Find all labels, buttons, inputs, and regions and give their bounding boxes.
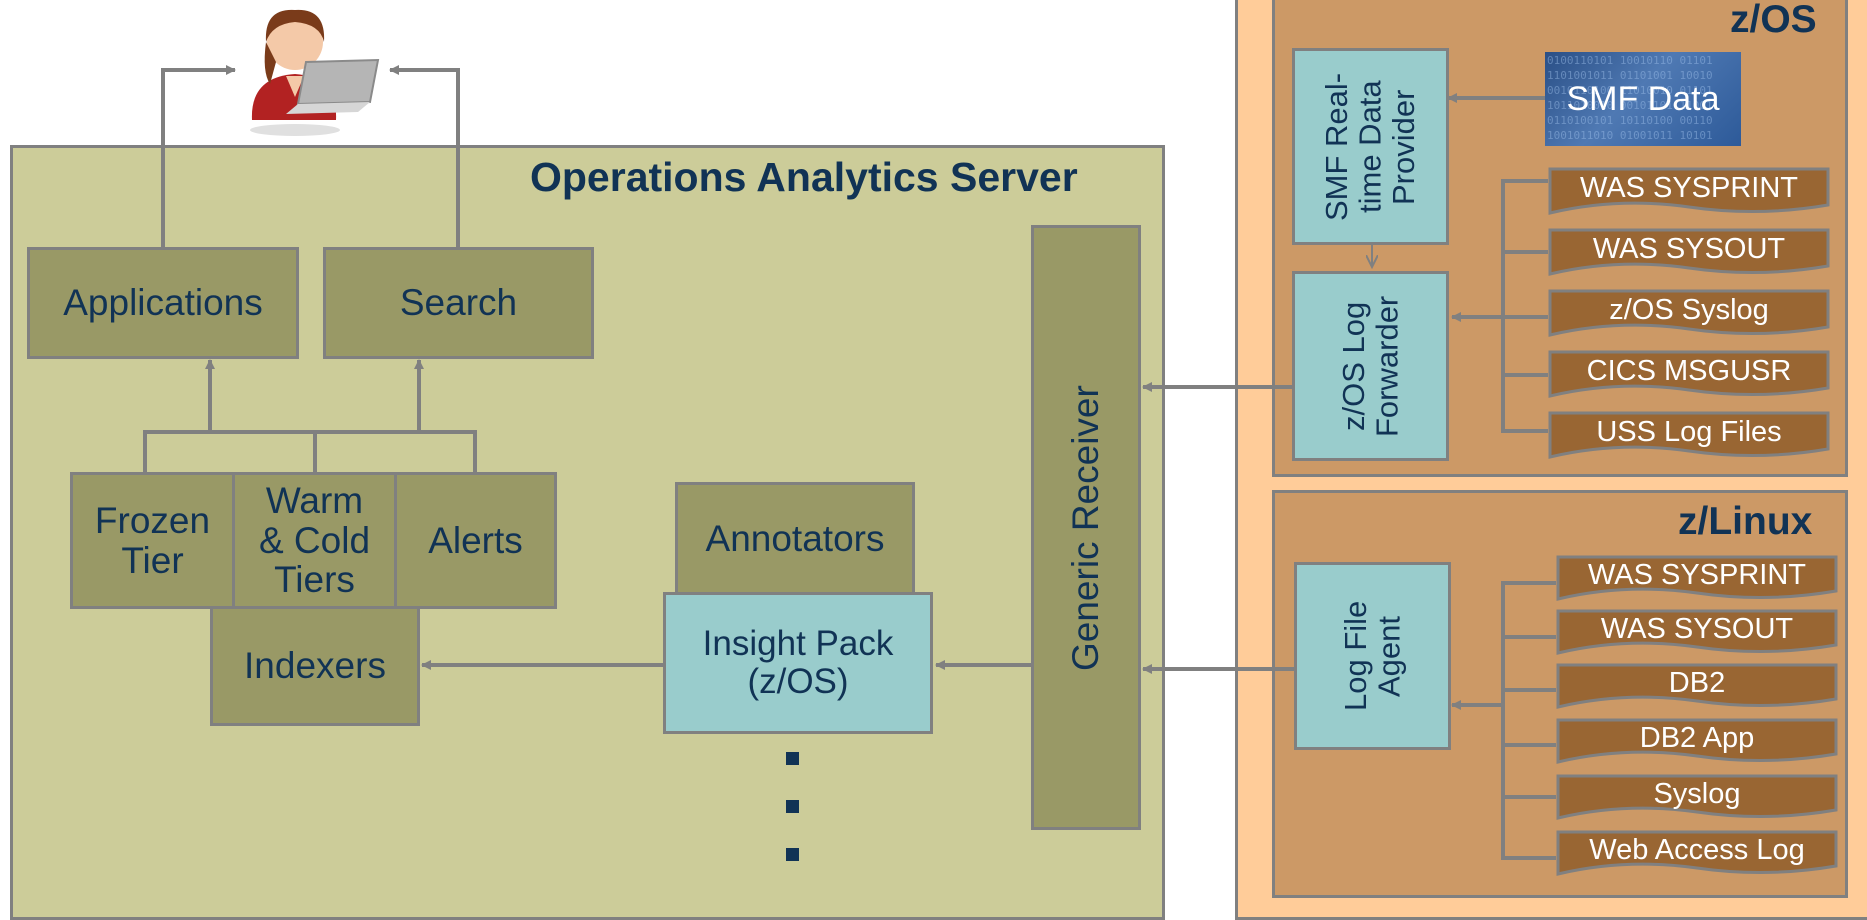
zlinux-log-label: WAS SYSPRINT — [1587, 558, 1807, 591]
zos-log-doc: CICS MSGUSR — [1548, 350, 1830, 398]
zos-log-doc: WAS SYSOUT — [1548, 228, 1830, 276]
svg-text:0110100101 10110100 00110: 0110100101 10110100 00110 — [1547, 114, 1713, 127]
smf-data-label: SMF Data — [1566, 79, 1720, 118]
zos-log-label: z/OS Syslog — [1609, 293, 1769, 326]
zos-log-doc: WAS SYSPRINT — [1548, 167, 1830, 215]
zlinux-log-label: DB2 — [1668, 666, 1726, 699]
zlinux-log-label: DB2 App — [1639, 721, 1755, 754]
zlinux-log-label: WAS SYSOUT — [1600, 612, 1794, 645]
smf-provider-box: SMF Real-time Data Provider — [1292, 48, 1449, 245]
zos-log-doc: z/OS Syslog — [1548, 289, 1830, 337]
warm-cold-tiers-box: Warm & Cold Tiers — [232, 472, 397, 609]
svg-text:1011010010 00101101 11001: 1011010010 00101101 11001 — [1547, 99, 1713, 112]
zlinux-log-doc: Syslog — [1556, 774, 1838, 820]
zos-title: z/OS — [1730, 0, 1817, 41]
zos-log-doc: USS Log Files — [1548, 411, 1830, 459]
indexers-box: Indexers — [210, 606, 420, 726]
zos-log-label: USS Log Files — [1596, 415, 1782, 448]
generic-receiver-box: Generic Receiver — [1031, 225, 1141, 830]
zlinux-log-doc: WAS SYSPRINT — [1556, 555, 1838, 601]
svg-text:1101001011 01101001 10010: 1101001011 01101001 10010 — [1547, 69, 1713, 82]
log-file-agent-label: Log File Agent — [1338, 600, 1407, 712]
continuation-dot — [786, 848, 799, 861]
frozen-tier-box: Frozen Tier — [70, 472, 235, 609]
binary-pattern: 0100110101 10010110 01101 1101001011 011… — [1547, 54, 1713, 142]
smf-data-image: 0100110101 10010110 01101 1101001011 011… — [1545, 52, 1741, 146]
zlinux-log-label: Web Access Log — [1589, 833, 1805, 866]
insight-pack-box: Insight Pack (z/OS) — [663, 592, 933, 734]
applications-box: Applications — [27, 247, 299, 359]
smf-provider-label: SMF Real-time Data Provider — [1319, 72, 1422, 221]
alerts-box: Alerts — [394, 472, 557, 609]
zos-log-label: WAS SYSOUT — [1592, 232, 1786, 265]
continuation-dot — [786, 800, 799, 813]
zlinux-log-doc: DB2 — [1556, 663, 1838, 709]
svg-text:1001011010 01001011 10101: 1001011010 01001011 10101 — [1547, 129, 1713, 142]
svg-text:0100110101 10010110 01101: 0100110101 10010110 01101 — [1547, 54, 1713, 67]
search-box: Search — [323, 247, 594, 359]
continuation-dot — [786, 752, 799, 765]
zlinux-log-doc: WAS SYSOUT — [1556, 609, 1838, 655]
log-file-agent-box: Log File Agent — [1294, 562, 1451, 750]
user-laptop-icon — [250, 9, 380, 136]
annotators-box: Annotators — [675, 482, 915, 595]
zos-log-forwarder-box: z/OS Log Forwarder — [1292, 271, 1449, 461]
zlinux-log-doc: Web Access Log — [1556, 830, 1838, 876]
zlinux-log-label: Syslog — [1653, 777, 1741, 810]
zlinux-log-doc: DB2 App — [1556, 718, 1838, 764]
zlinux-title: z/Linux — [1678, 500, 1813, 543]
zos-log-forwarder-label: z/OS Log Forwarder — [1336, 295, 1405, 437]
zos-log-label: CICS MSGUSR — [1586, 354, 1792, 387]
svg-text:0010110100 11010010 01101: 0010110100 11010010 01101 — [1547, 84, 1713, 97]
zos-log-label: WAS SYSPRINT — [1579, 171, 1799, 204]
generic-receiver-label: Generic Receiver — [1065, 384, 1107, 671]
server-title: Operations Analytics Server — [530, 154, 1078, 200]
